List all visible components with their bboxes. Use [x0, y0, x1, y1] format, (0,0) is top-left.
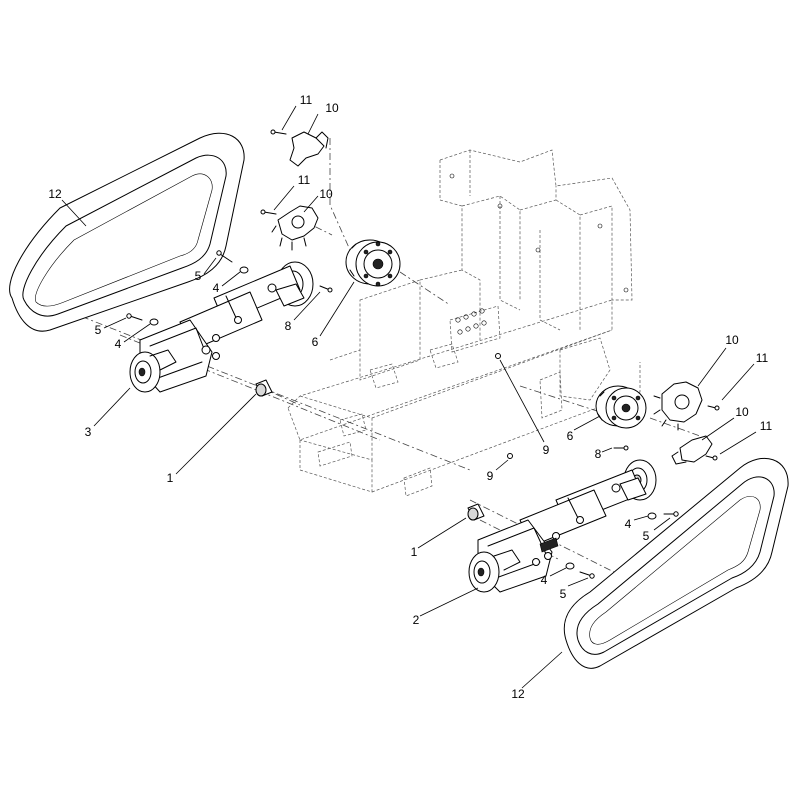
- callout-9: 9: [543, 443, 550, 457]
- callout-2: 2: [413, 613, 420, 627]
- callout-12: 12: [511, 687, 525, 701]
- callout-3: 3: [85, 425, 92, 439]
- callout-5: 5: [560, 587, 567, 601]
- left-track: [9, 132, 245, 332]
- callout-11: 11: [756, 351, 769, 365]
- callout-5: 5: [95, 323, 102, 337]
- callout-11: 11: [760, 419, 773, 433]
- callout-11: 11: [298, 173, 311, 187]
- callout-5: 5: [195, 269, 202, 283]
- callout-labels: 11 10 11 10 12 5 4 5 4 8 6 3 1 9 10 11 1…: [48, 93, 772, 701]
- callout-10: 10: [725, 333, 739, 347]
- chassis-frame: [287, 149, 641, 497]
- left-drive-motor: [345, 239, 401, 287]
- hardware-bolts-washers: [126, 129, 720, 579]
- right-spacer: [467, 503, 485, 521]
- callout-11: 11: [300, 93, 313, 107]
- bolt-pattern: [455, 308, 487, 335]
- callout-9: 9: [487, 469, 494, 483]
- right-track: [563, 457, 789, 669]
- right-track-frame-assembly: [468, 459, 657, 593]
- callout-4: 4: [213, 281, 220, 295]
- left-track-frame-assembly: [129, 261, 314, 393]
- callout-6: 6: [567, 429, 574, 443]
- callout-4: 4: [541, 573, 548, 587]
- callout-6: 6: [312, 335, 319, 349]
- lower-left-sprocket: [271, 205, 319, 251]
- callout-10: 10: [319, 187, 333, 201]
- callout-8: 8: [595, 447, 602, 461]
- callout-1: 1: [167, 471, 174, 485]
- upper-right-sprocket: [653, 381, 703, 431]
- callout-10: 10: [735, 405, 749, 419]
- leader-lines: [61, 105, 757, 689]
- left-spacer: [255, 379, 273, 397]
- callout-1: 1: [411, 545, 418, 559]
- callout-8: 8: [285, 319, 292, 333]
- callout-4: 4: [625, 517, 632, 531]
- upper-left-sprocket-half: [289, 131, 329, 167]
- callout-4: 4: [115, 337, 122, 351]
- callout-5: 5: [643, 529, 650, 543]
- lower-right-sprocket-half: [671, 435, 713, 465]
- callout-10: 10: [325, 101, 339, 115]
- right-drive-motor: [595, 385, 647, 429]
- callout-12: 12: [48, 187, 62, 201]
